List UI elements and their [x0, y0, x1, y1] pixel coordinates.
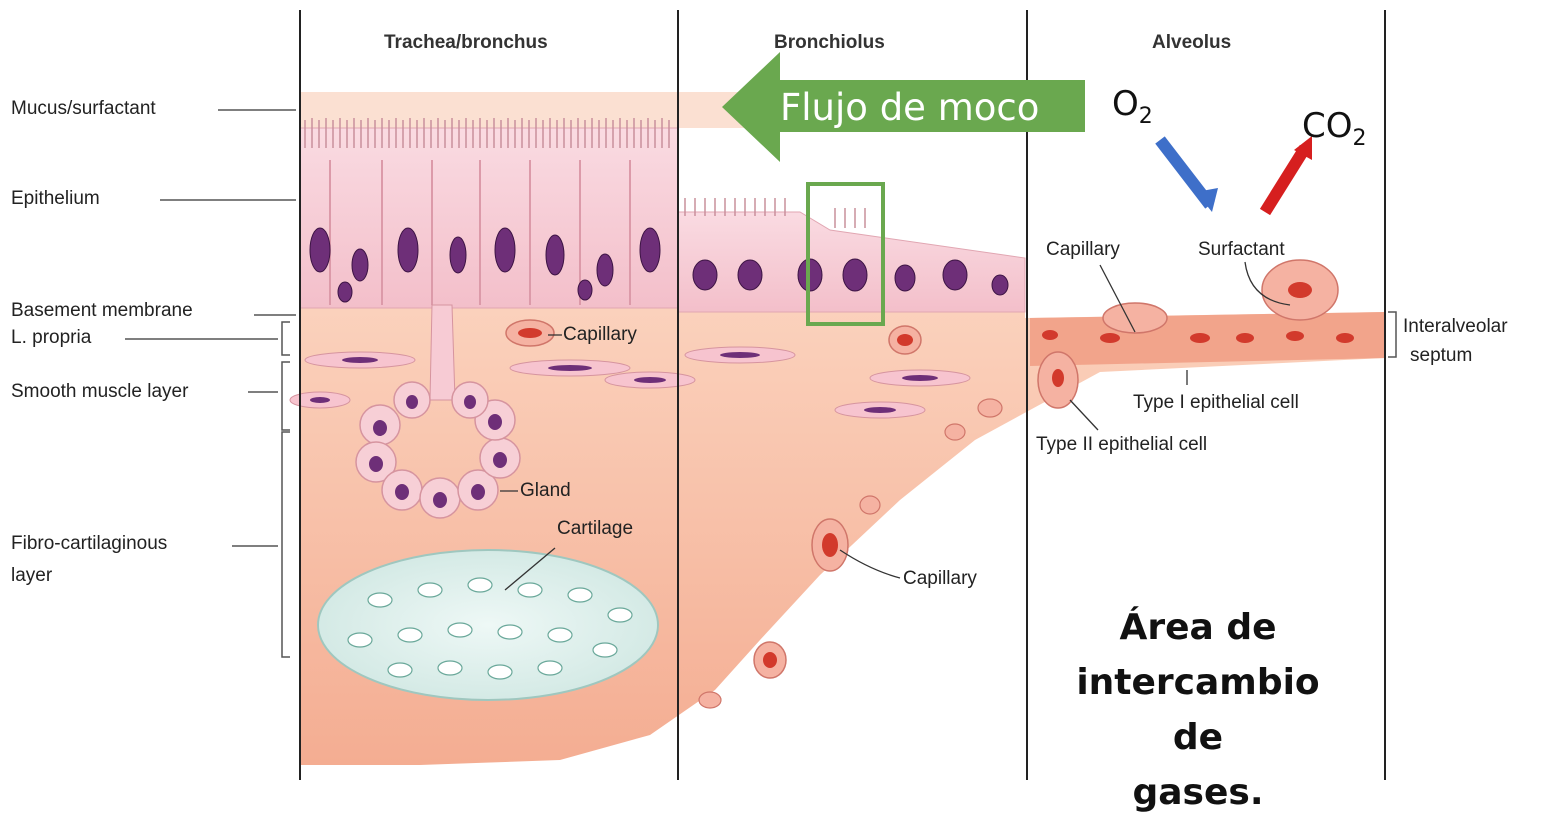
gas-exchange-note: Área de intercambio de gases. — [1058, 600, 1338, 820]
label-lamina-propria: L. propria — [11, 327, 91, 349]
label-capillary-alveolus: Capillary — [1046, 239, 1120, 261]
label-mucus: Mucus/surfactant — [11, 98, 156, 120]
column-header-trachea: Trachea/bronchus — [384, 32, 548, 54]
label-fibro-layer: layer — [11, 565, 52, 587]
column-header-bronchiolus: Bronchiolus — [774, 32, 885, 54]
left-leaders — [125, 110, 296, 546]
o2-subscript: 2 — [1139, 104, 1153, 129]
gas-exchange-line3: gases. — [1058, 765, 1338, 820]
gas-exchange-line1: Área de — [1058, 600, 1338, 655]
label-type1-cell: Type I epithelial cell — [1133, 392, 1299, 414]
label-capillary-trachea: Capillary — [563, 324, 637, 346]
cartilage — [318, 550, 658, 700]
label-fibro-cartilaginous: Fibro-cartilaginous — [11, 533, 167, 555]
label-interalveolar: Interalveolar — [1403, 316, 1508, 338]
label-smooth-muscle: Smooth muscle layer — [11, 381, 188, 403]
label-gland: Gland — [520, 480, 571, 502]
airway-histology-diagram: Trachea/bronchus Bronchiolus Alveolus Mu… — [0, 0, 1559, 780]
o2-arrow — [1160, 140, 1218, 212]
column-header-alveolus: Alveolus — [1152, 32, 1231, 54]
label-epithelium: Epithelium — [11, 188, 100, 210]
label-capillary-bronchiolus: Capillary — [903, 568, 977, 590]
mucus-flow-label: Flujo de moco — [780, 86, 1039, 129]
label-basement-membrane: Basement membrane — [11, 300, 193, 322]
co2-subscript: 2 — [1353, 126, 1367, 151]
gas-exchange-line2: intercambio de — [1058, 655, 1338, 765]
o2-label: O2 — [1112, 84, 1153, 129]
label-type2-cell: Type II epithelial cell — [1036, 434, 1207, 456]
gland-duct — [430, 305, 455, 400]
co2-label: CO2 — [1302, 106, 1367, 151]
label-surfactant: Surfactant — [1198, 239, 1285, 261]
co2-text: CO — [1302, 106, 1353, 146]
label-cartilage: Cartilage — [557, 518, 633, 540]
trachea-epithelium — [300, 128, 678, 308]
label-septum: septum — [1410, 345, 1472, 367]
o2-text: O — [1112, 84, 1139, 124]
